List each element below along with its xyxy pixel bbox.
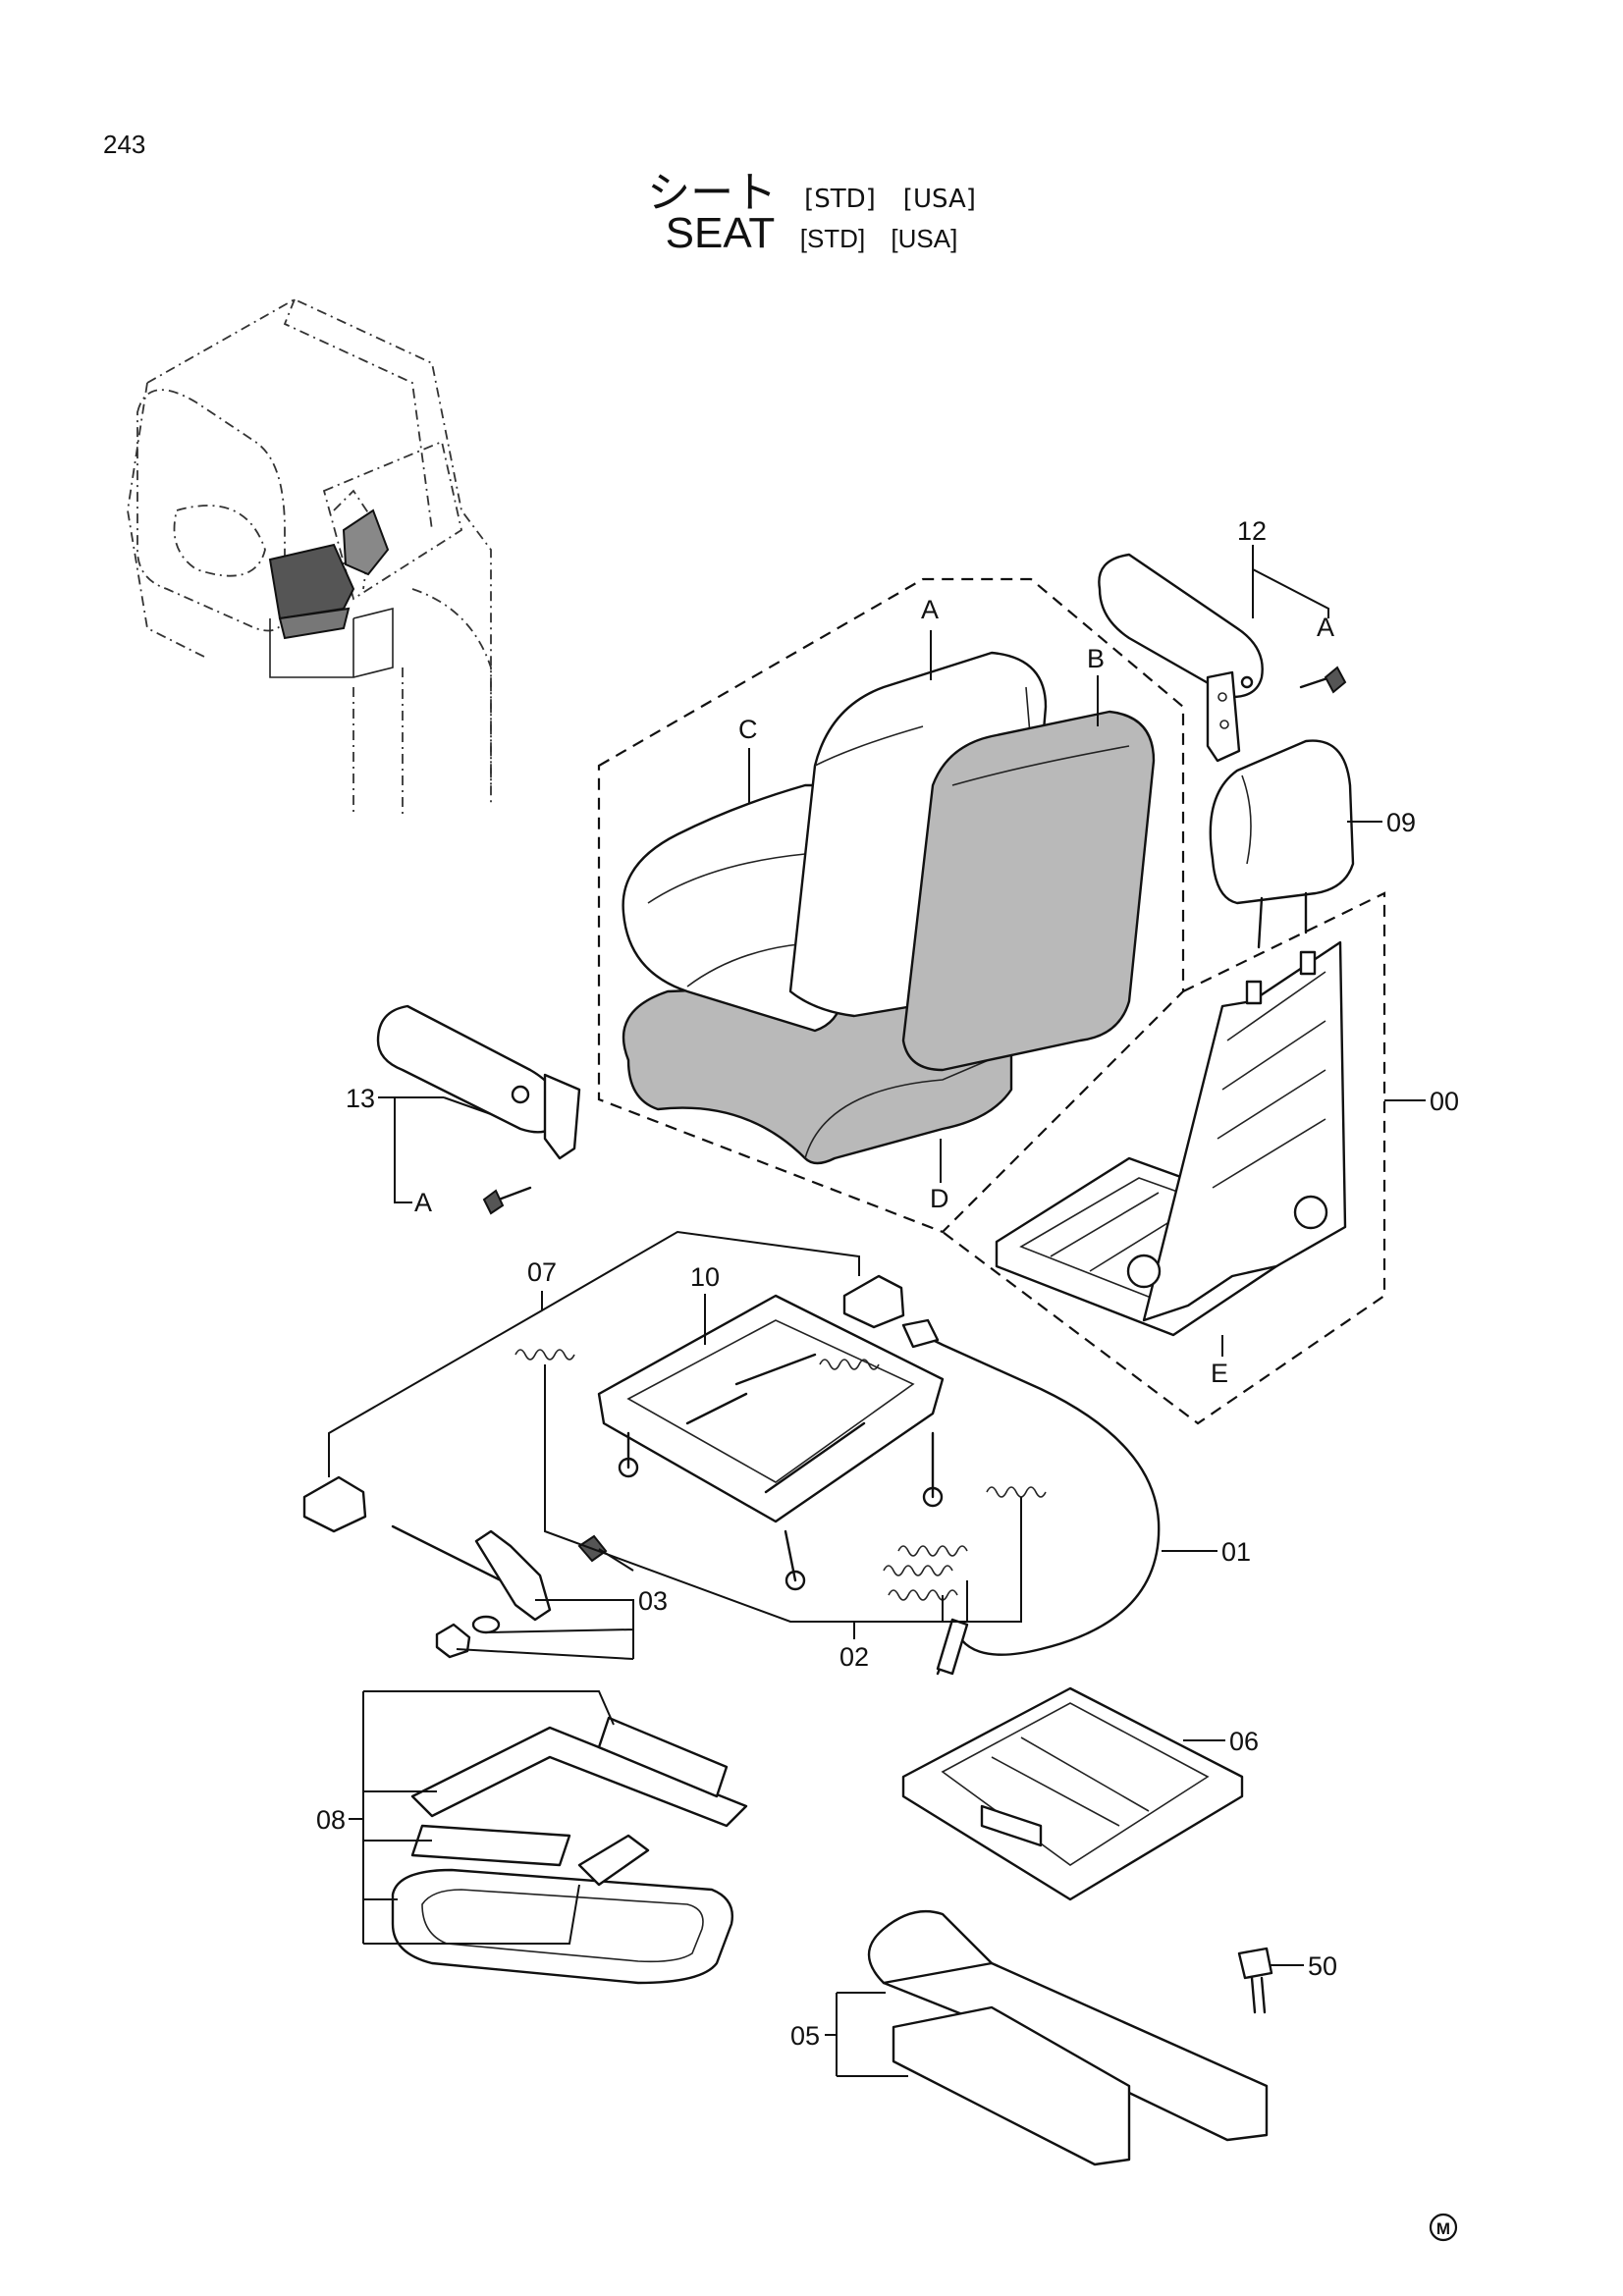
- page-title-english: SEAT [STD] [USA]: [0, 209, 1623, 258]
- bracket-kit-part-03: [391, 1524, 608, 1659]
- leader-03: [456, 1548, 634, 1660]
- slide-rail-assembly-part-06: [901, 1686, 1244, 1901]
- callout-50: 50: [1308, 1951, 1337, 1981]
- title-tag-usa-en: [USA]: [891, 224, 958, 253]
- corner-m-mark: M: [1429, 2213, 1458, 2242]
- page-title-japanese: シート [STD] [USA]: [0, 157, 1623, 220]
- springs-part-02: [514, 1349, 1047, 1601]
- callout-13: 13: [346, 1084, 375, 1113]
- callout-a-upper: A: [921, 595, 939, 624]
- leader-08: [349, 1690, 615, 1945]
- cab-locator-illustration: [127, 297, 492, 815]
- callout-e: E: [1211, 1359, 1228, 1388]
- armrest-part-13: [376, 1004, 581, 1215]
- title-english-text: SEAT: [665, 209, 775, 257]
- callout-05: 05: [790, 2021, 820, 2051]
- leader-12: [1252, 545, 1329, 618]
- leader-07: [328, 1230, 860, 1477]
- cable-part-01: [901, 1318, 1161, 1676]
- callout-03: 03: [638, 1586, 668, 1616]
- backrest-cover-part-b: [901, 710, 1156, 1072]
- callout-10: 10: [690, 1262, 720, 1292]
- callout-c: C: [738, 715, 758, 744]
- title-tag-usa: [USA]: [902, 185, 976, 214]
- callout-a-lower: A: [414, 1188, 432, 1217]
- callout-b: B: [1087, 644, 1105, 673]
- bolt-part-50: [1237, 1947, 1273, 2014]
- seat-frame-part-00: [995, 940, 1347, 1337]
- callout-08: 08: [316, 1805, 346, 1835]
- title-japanese-text: シート: [647, 168, 778, 218]
- title-tag-std: [STD]: [804, 185, 876, 214]
- callout-02: 02: [839, 1642, 869, 1672]
- page-number: 243: [103, 130, 146, 159]
- callout-d: D: [930, 1184, 949, 1213]
- stopper-blocks-part-07: [302, 1274, 905, 1533]
- leader-05: [825, 1992, 908, 2077]
- seat-assembly-boundary: [597, 577, 1185, 1234]
- callout-00: 00: [1430, 1087, 1459, 1116]
- bellows-gasket-part-08: [391, 1716, 748, 1985]
- headrest-part-09: [1209, 739, 1355, 949]
- callout-06: 06: [1229, 1727, 1259, 1756]
- callout-09: 09: [1386, 808, 1416, 837]
- corner-m-letter: M: [1436, 2219, 1450, 2238]
- title-tag-std-en: [STD]: [799, 224, 866, 253]
- slide-rails-part-05: [867, 1910, 1269, 2166]
- leader-02: [544, 1364, 1022, 1639]
- callout-07: 07: [527, 1257, 557, 1287]
- callout-01: 01: [1221, 1537, 1251, 1567]
- callout-a-right: A: [1317, 613, 1334, 642]
- callout-12: 12: [1237, 516, 1267, 546]
- suspension-part-10: [597, 1294, 945, 1591]
- leader-13: [378, 1096, 492, 1203]
- armrest-part-12: [1098, 553, 1347, 763]
